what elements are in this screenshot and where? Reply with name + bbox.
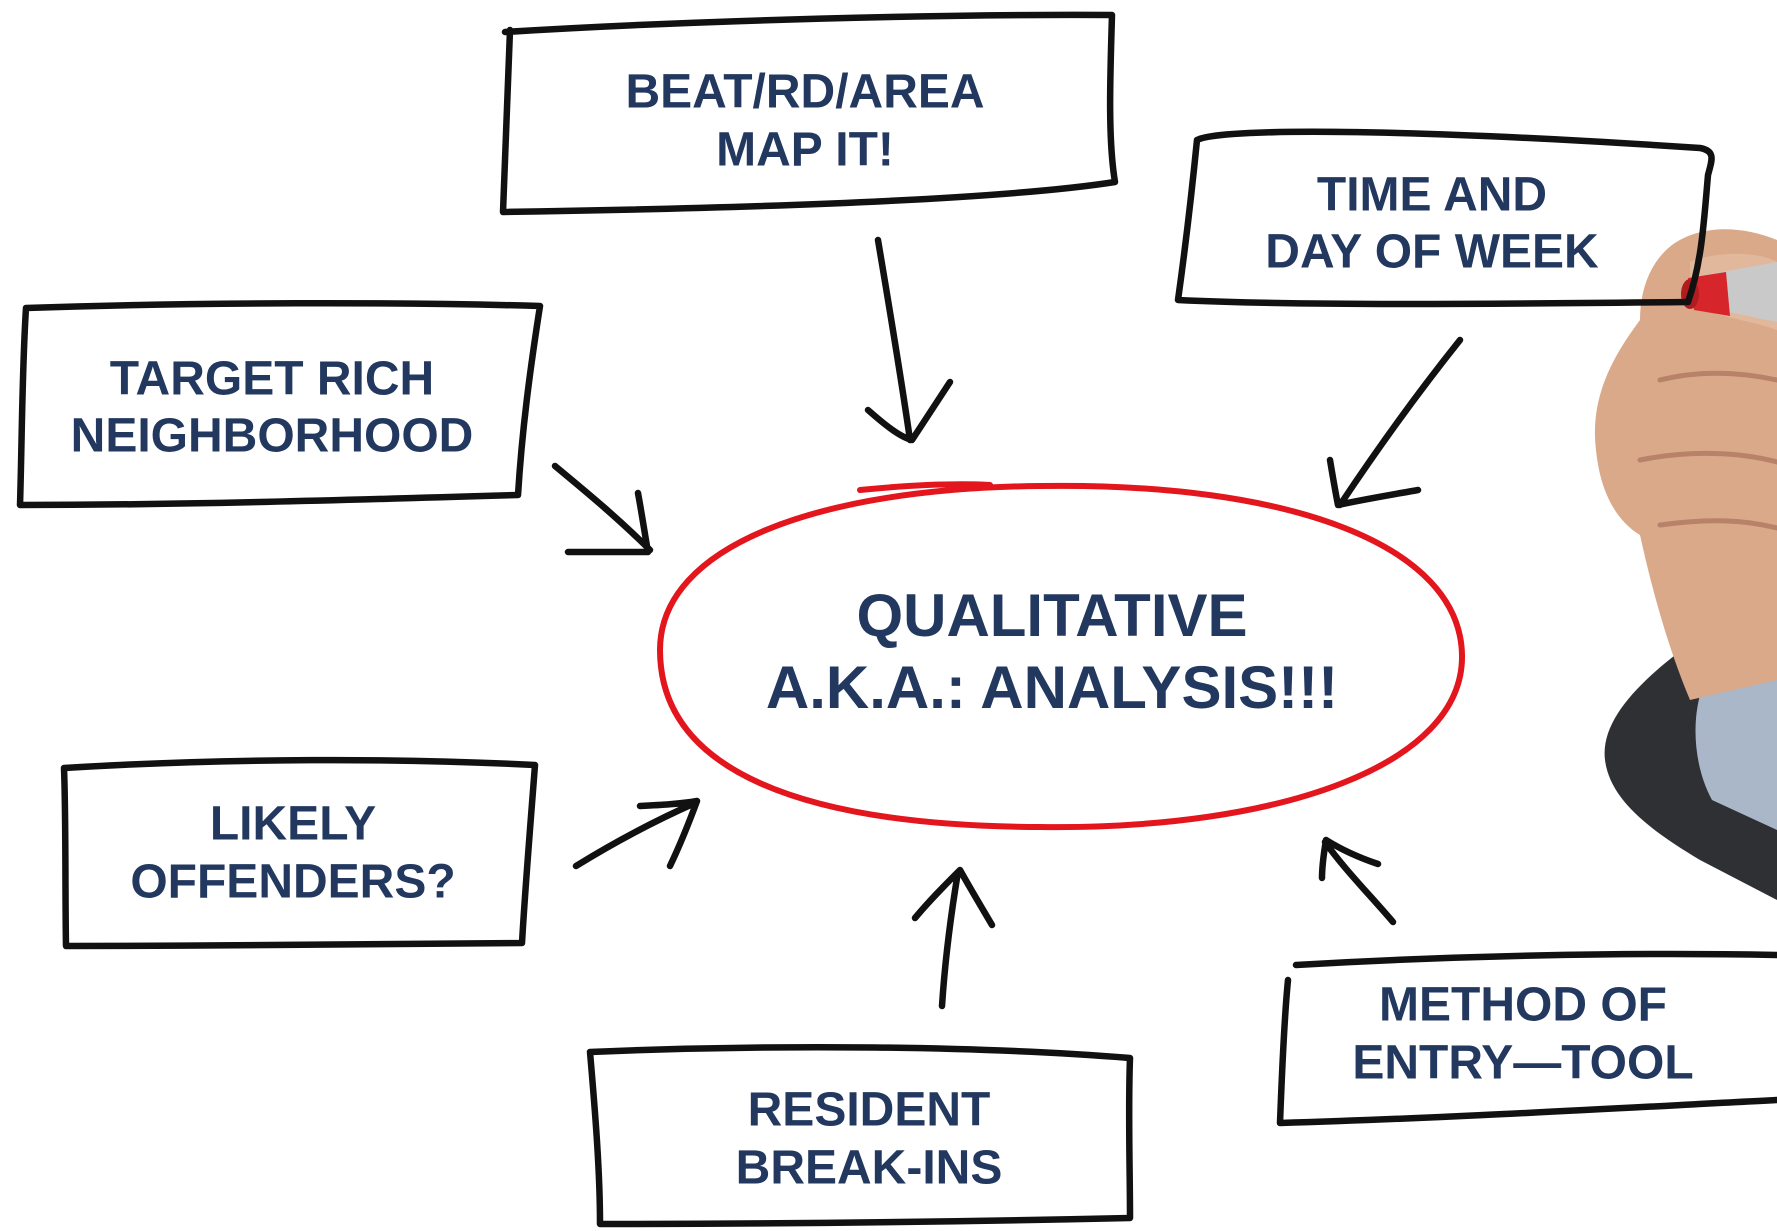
box-likely-offenders-line1: LIKELY bbox=[210, 798, 376, 851]
box-resident-breakins-line2: BREAK-INS bbox=[736, 1142, 1003, 1195]
arrow-from-time-day bbox=[1326, 336, 1464, 509]
arrows bbox=[551, 236, 1464, 1010]
box-beat-area-outline bbox=[499, 11, 1119, 216]
center-title-line1: QUALITATIVE bbox=[856, 582, 1247, 649]
box-time-day: TIME AND DAY OF WEEK bbox=[1174, 128, 1715, 308]
box-likely-offenders-outline bbox=[60, 756, 539, 950]
center-ellipse bbox=[656, 481, 1466, 831]
marker-tip bbox=[1688, 272, 1730, 316]
box-target-rich-line2: NEIGHBORHOOD bbox=[71, 410, 474, 463]
box-method-entry: METHOD OF ENTRY—TOOL bbox=[1276, 950, 1777, 1127]
hand-with-marker-illustration bbox=[1594, 229, 1777, 900]
box-target-rich-outline bbox=[16, 299, 544, 509]
box-time-day-line2: DAY OF WEEK bbox=[1265, 226, 1599, 279]
box-method-entry-outline bbox=[1276, 950, 1777, 1127]
box-beat-area: BEAT/RD/AREA MAP IT! bbox=[499, 11, 1119, 216]
box-method-entry-line1: METHOD OF bbox=[1379, 979, 1667, 1032]
knuckle-shading bbox=[1637, 370, 1777, 531]
box-beat-area-line1: BEAT/RD/AREA bbox=[625, 66, 984, 119]
box-resident-breakins: RESIDENT BREAK-INS bbox=[586, 1043, 1134, 1228]
box-resident-breakins-outline bbox=[586, 1043, 1134, 1228]
box-likely-offenders-line2: OFFENDERS? bbox=[130, 856, 455, 909]
box-time-day-line1: TIME AND bbox=[1317, 169, 1547, 222]
hand-fist bbox=[1594, 229, 1777, 700]
box-target-rich-line1: TARGET RICH bbox=[110, 353, 434, 406]
arrow-from-likely-offenders bbox=[572, 797, 701, 870]
box-beat-area-line2: MAP IT! bbox=[716, 124, 894, 177]
box-resident-breakins-line1: RESIDENT bbox=[748, 1084, 991, 1137]
box-method-entry-line2: ENTRY—TOOL bbox=[1352, 1037, 1693, 1090]
box-target-rich: TARGET RICH NEIGHBORHOOD bbox=[16, 299, 544, 509]
box-likely-offenders: LIKELY OFFENDERS? bbox=[60, 756, 539, 950]
box-time-day-outline bbox=[1174, 128, 1715, 308]
ellipse-outline bbox=[656, 481, 1466, 831]
arrow-from-beat-area bbox=[864, 236, 954, 444]
arrow-from-method-entry bbox=[1318, 836, 1397, 926]
arrow-from-target-rich bbox=[551, 462, 654, 556]
center-title-line2: A.K.A.: ANALYSIS!!! bbox=[766, 654, 1338, 721]
arrow-from-resident-breakins bbox=[911, 866, 996, 1010]
